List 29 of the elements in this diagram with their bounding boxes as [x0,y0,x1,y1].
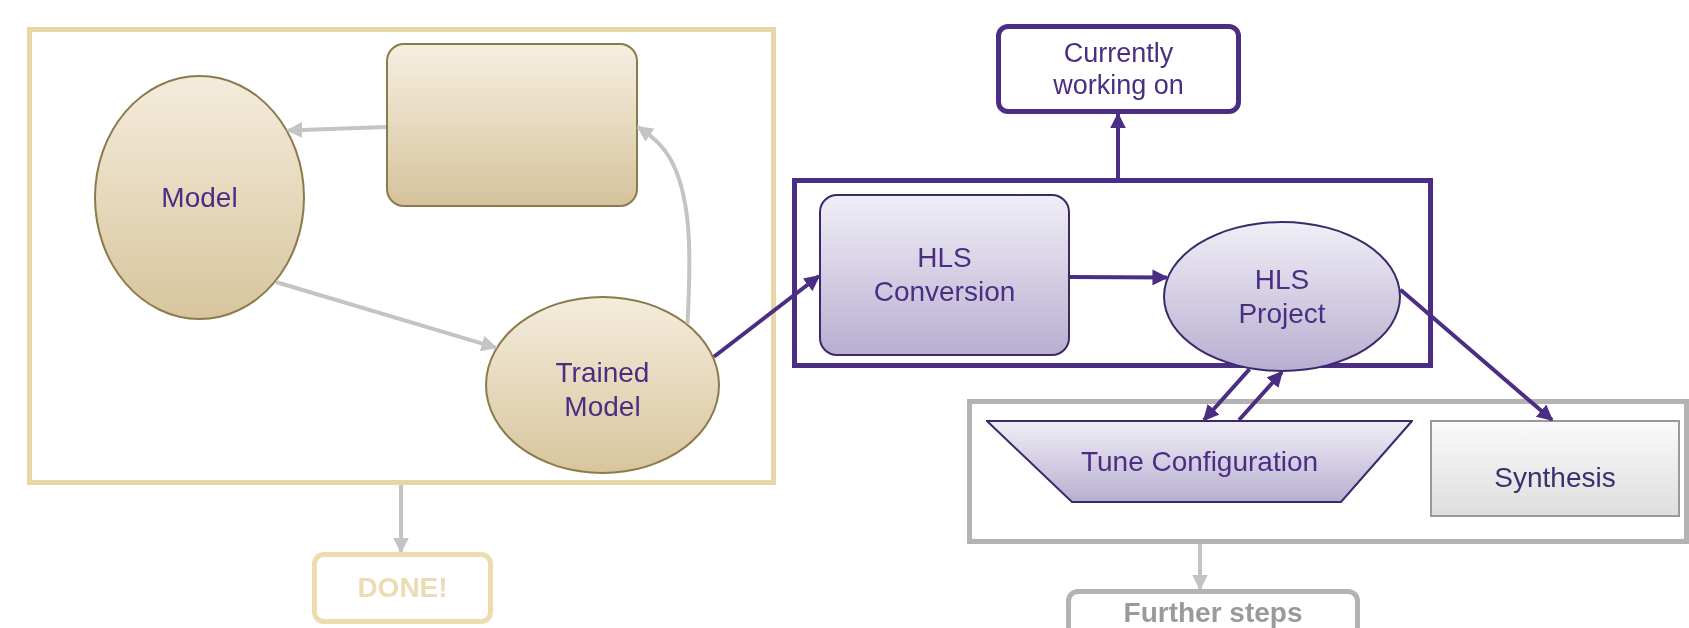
process-box [1430,420,1680,517]
status-box [312,552,493,624]
process-box [819,194,1070,356]
node-label: Further steps [1122,596,1304,628]
node-label: Trained Model [554,356,651,424]
status-box [1066,589,1360,628]
node-label: Model [160,180,239,215]
process-box [386,43,638,207]
node-label: Tune Configuration [1079,444,1320,479]
node-label: Synthesis [1493,460,1617,495]
arrow [1399,288,1554,422]
group-frame [967,399,1689,544]
arrow [393,485,409,554]
node-label: DONE! [356,571,449,605]
arrow [1192,544,1208,591]
arrow [275,280,498,352]
arrow [1070,269,1169,286]
arrow [286,121,387,138]
group-frame [27,27,776,485]
arrow [636,125,692,324]
arrow [1237,370,1284,422]
arrow [1110,112,1126,178]
trapezoid-node [986,420,1413,503]
node-label: HLS Conversion [872,241,1017,309]
arrow [712,274,821,359]
arrow [1202,367,1251,422]
node-label: Currently working on [1052,36,1185,102]
status-box [996,24,1241,114]
node-label: HLS Project [1237,262,1327,331]
